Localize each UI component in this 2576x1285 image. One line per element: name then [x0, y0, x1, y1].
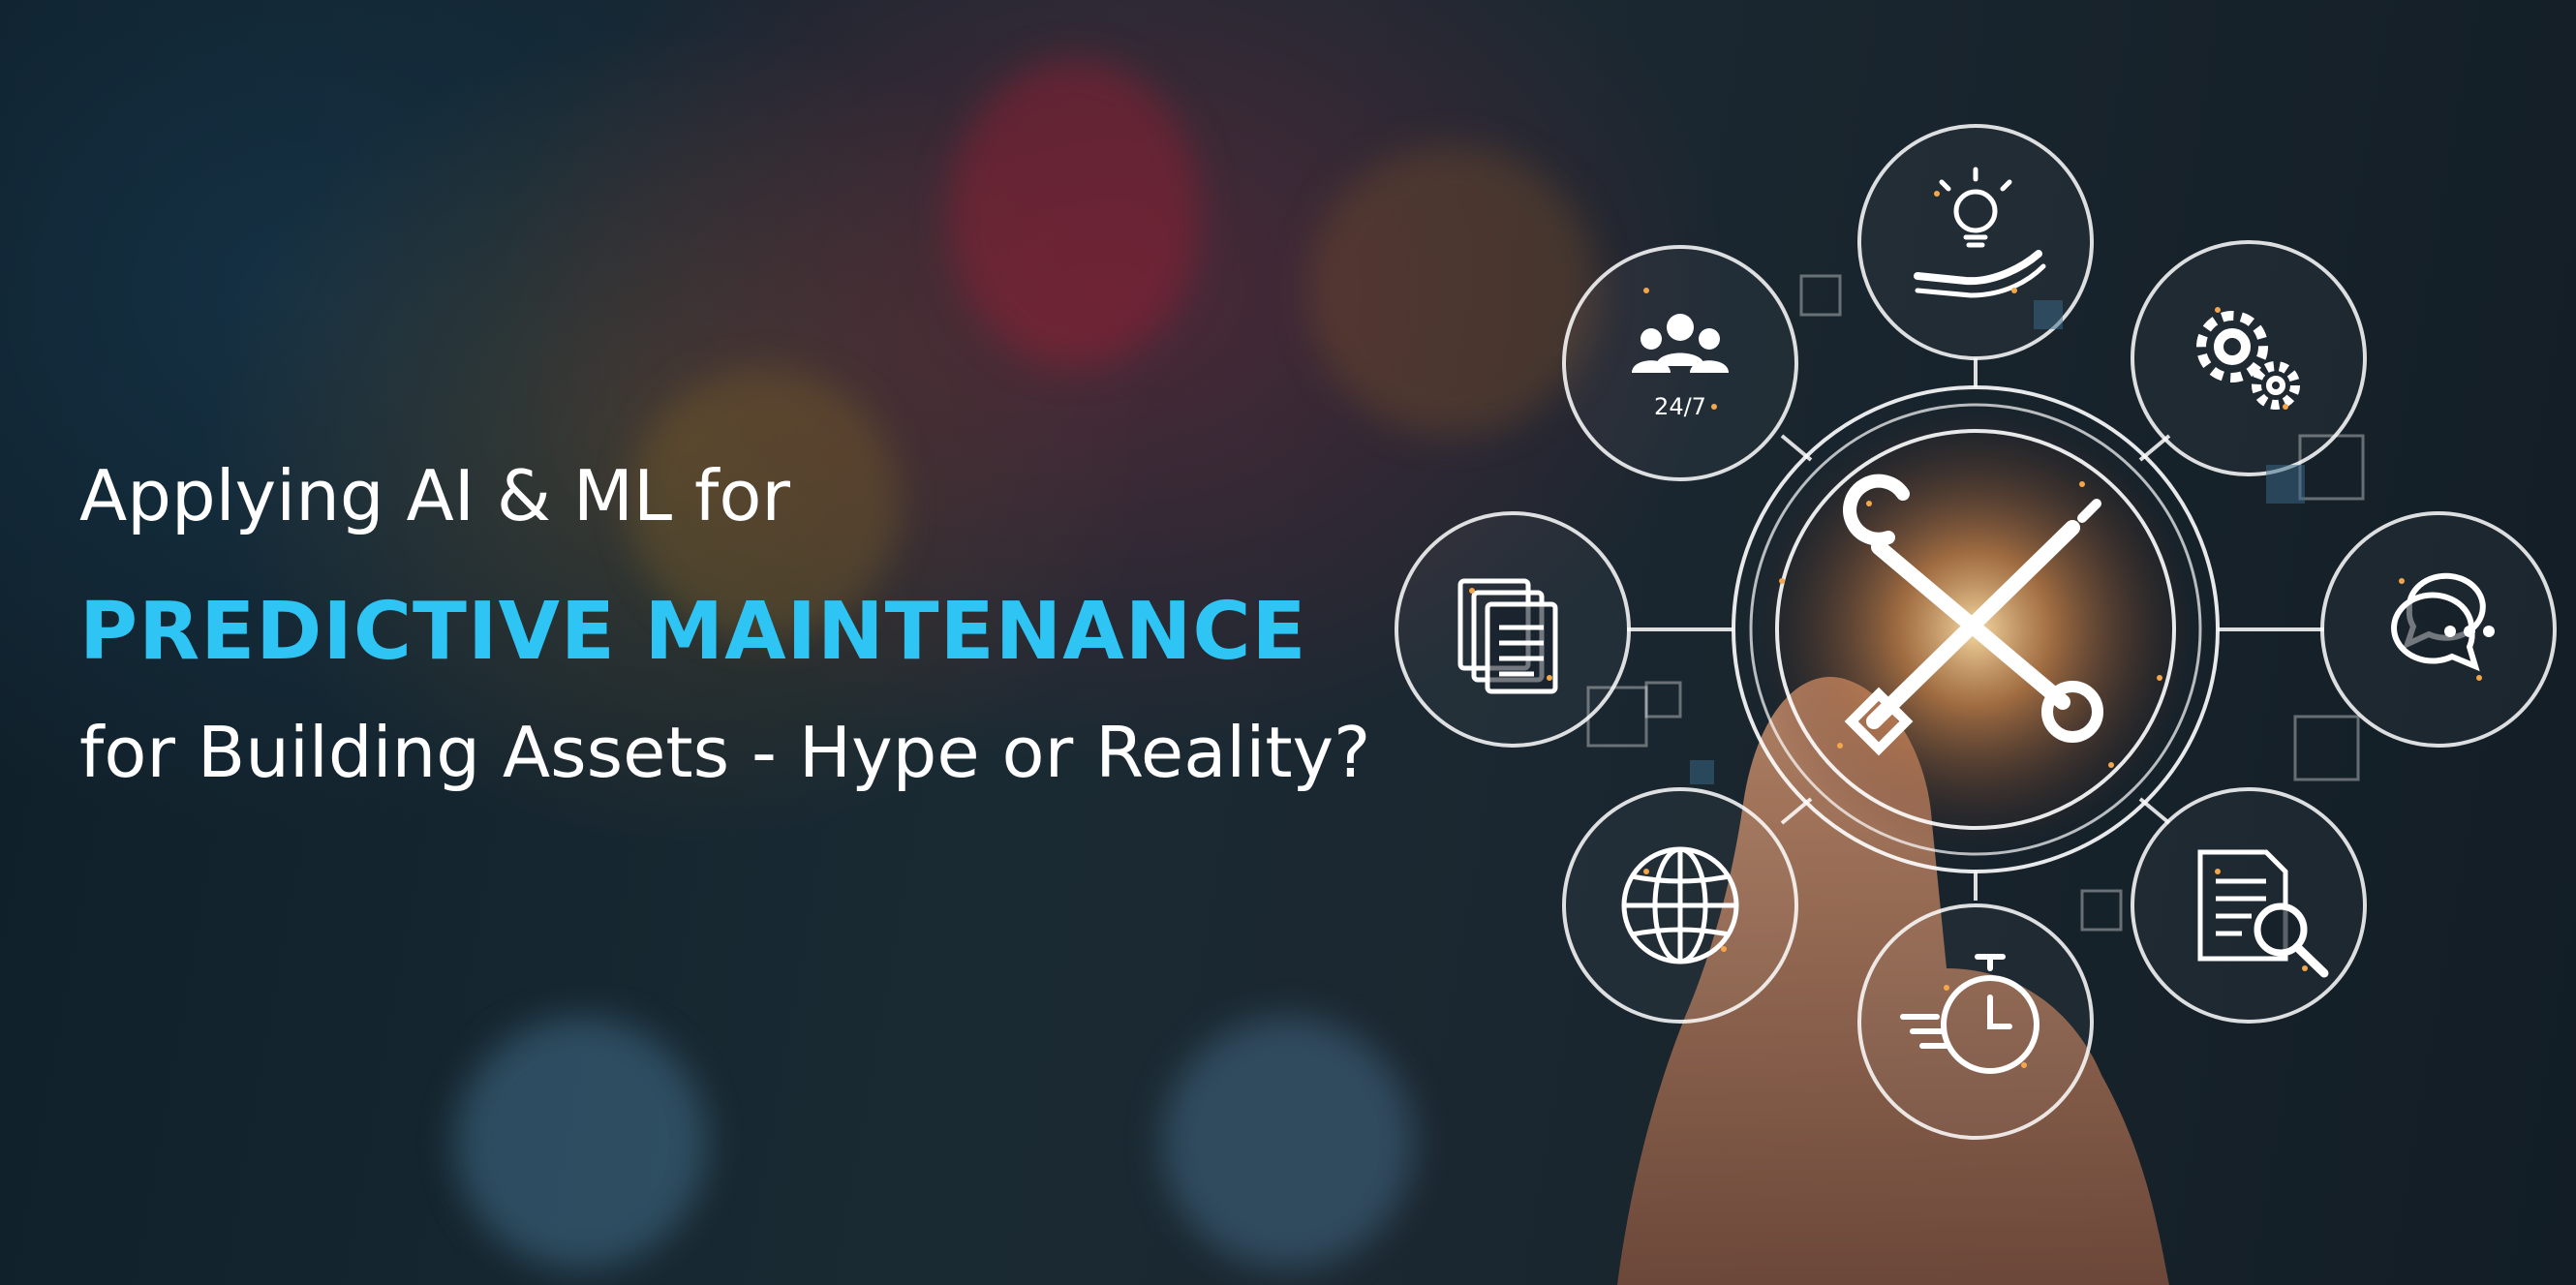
support-label: 24/7 — [1654, 393, 1706, 420]
gears-icon — [2196, 311, 2300, 410]
bokeh-light — [1307, 145, 1598, 436]
wrench-screwdriver-icon — [1843, 474, 2103, 756]
bokeh-light — [629, 368, 901, 639]
documents-icon — [1457, 578, 1558, 694]
decorative-squares-filled — [1690, 300, 2305, 784]
headline-highlight: PREDICTIVE MAINTENANCE — [79, 586, 1307, 678]
globe-icon — [1621, 846, 1739, 964]
satellite-rings — [1395, 124, 2557, 1140]
headline-line-3: for Building Assets - Hype or Reality? — [79, 712, 1371, 793]
support-team-24-7-icon: 24/7 — [1632, 314, 1729, 420]
document-search-icon — [2197, 849, 2329, 978]
lightbulb-hand-icon — [1914, 167, 2046, 298]
headline-line-1: Applying AI & ML for — [79, 455, 791, 536]
stopwatch-icon — [1900, 954, 2039, 1074]
pointing-hand — [1617, 677, 2169, 1285]
bokeh-light — [1162, 1017, 1414, 1269]
bokeh-light — [949, 58, 1201, 368]
decorative-squares — [1586, 274, 2365, 932]
chat-bubbles-icon — [2391, 572, 2495, 672]
bokeh-light — [455, 1017, 707, 1269]
center-rings — [1732, 385, 2220, 873]
sparkle-dots — [1469, 191, 2482, 1068]
